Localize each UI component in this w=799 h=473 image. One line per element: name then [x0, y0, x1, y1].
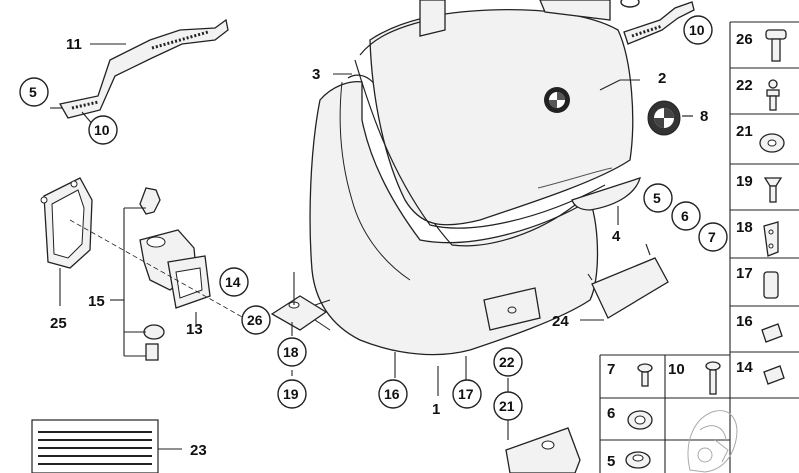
trim-part-24 [587, 243, 669, 319]
callout-15: 15 [88, 293, 105, 310]
svg-text:5: 5 [653, 190, 661, 206]
callout-3: 3 [312, 66, 320, 83]
frame-part-25 [40, 177, 93, 306]
bmw-logo-lid [544, 87, 570, 113]
table-label-6: 6 [607, 405, 615, 422]
motorcycle-thumbnail [687, 410, 738, 473]
callout-circle-10b: 10 [683, 15, 713, 45]
callout-circle-6a: 6 [671, 201, 701, 231]
parts-table-bottom [599, 354, 730, 473]
table-label-18: 18 [736, 219, 753, 236]
table-label-21: 21 [736, 123, 753, 140]
pad-icon-16 [761, 323, 783, 343]
callout-11: 11 [66, 36, 82, 53]
lock-bracket-assembly [69, 187, 245, 361]
svg-text:22: 22 [499, 354, 515, 370]
screw-icon-26 [765, 29, 787, 62]
washer-icon-6 [627, 410, 653, 430]
callout-circle-17a: 17 [452, 379, 482, 409]
bracket-icon-18 [763, 221, 779, 257]
callout-24: 24 [552, 313, 569, 330]
svg-text:7: 7 [708, 229, 716, 245]
callout-4: 4 [612, 228, 621, 245]
callout-circle-22a: 22 [493, 347, 523, 377]
bmw-emblem-part [647, 100, 681, 136]
screw-icon-19 [763, 177, 783, 203]
label-sticker-part-23 [31, 419, 182, 473]
svg-text:14: 14 [225, 274, 241, 290]
table-label-14: 14 [736, 359, 753, 376]
callout-1: 1 [432, 401, 440, 418]
table-label-22: 22 [736, 77, 753, 94]
table-label-7: 7 [607, 361, 615, 378]
pad-icon-17 [763, 271, 779, 299]
callout-circle-19a: 19 [277, 379, 307, 409]
rivet-icon-22 [766, 79, 780, 111]
table-label-10: 10 [668, 361, 685, 378]
svg-text:5: 5 [29, 84, 37, 100]
table-label-17: 17 [736, 265, 753, 282]
svg-text:6: 6 [681, 208, 689, 224]
callout-25: 25 [50, 315, 67, 332]
washer-icon-21 [759, 133, 785, 153]
svg-text:19: 19 [283, 386, 299, 402]
topcase-body [270, 0, 641, 356]
callout-circle-5a: 5 [19, 77, 49, 107]
strap-part-10-right [620, 0, 695, 45]
svg-text:26: 26 [247, 312, 263, 328]
bottom-panel-part [505, 427, 581, 473]
callout-circle-10a: 10 [88, 115, 118, 145]
table-label-26: 26 [736, 31, 753, 48]
callout-circle-7a: 7 [698, 222, 728, 252]
callout-circle-14a: 14 [219, 267, 249, 297]
svg-text:18: 18 [283, 344, 299, 360]
callout-circle-21a: 21 [493, 391, 523, 421]
callout-circle-26a: 26 [241, 305, 271, 335]
table-label-5: 5 [607, 453, 615, 470]
strap-part-11 [58, 18, 229, 119]
svg-text:10: 10 [689, 22, 705, 38]
leader-lines [50, 43, 693, 440]
callout-circle-18a: 18 [277, 337, 307, 367]
callout-circle-5b: 5 [643, 183, 673, 213]
table-label-16: 16 [736, 313, 753, 330]
screw-icon-7 [637, 363, 653, 387]
callout-23: 23 [190, 442, 207, 459]
table-label-19: 19 [736, 173, 753, 190]
svg-text:21: 21 [499, 398, 515, 414]
callout-circle-16a: 16 [378, 379, 408, 409]
callout-13: 13 [186, 321, 203, 338]
callout-8: 8 [700, 108, 708, 125]
callout-2: 2 [658, 70, 666, 87]
pad-icon-14 [763, 365, 785, 385]
svg-text:17: 17 [458, 386, 474, 402]
nut-icon-5 [625, 451, 651, 469]
svg-text:10: 10 [94, 122, 110, 138]
screw-icon-10 [705, 361, 721, 395]
svg-text:16: 16 [384, 386, 400, 402]
